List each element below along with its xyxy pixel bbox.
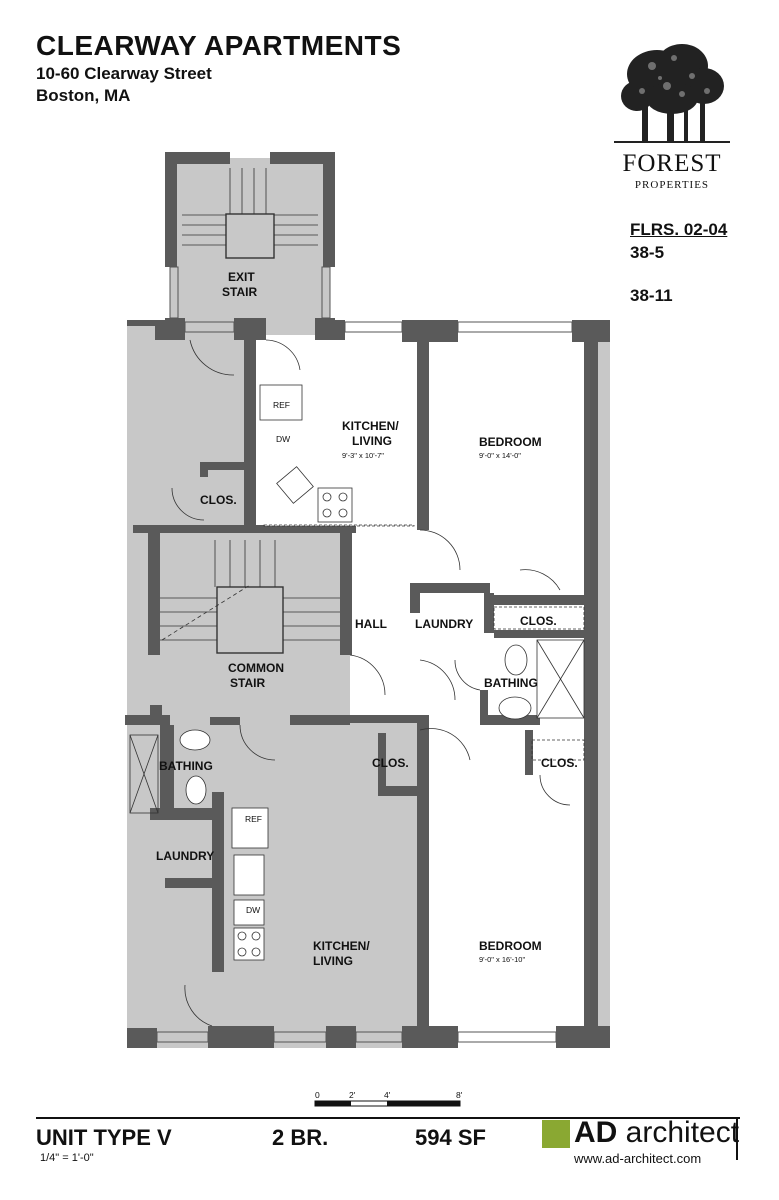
page-title: CLEARWAY APARTMENTS	[36, 30, 402, 61]
exit-stair-label-1: EXIT	[228, 270, 255, 284]
ref-label-b: REF	[245, 814, 262, 824]
common-stair-label-2: STAIR	[230, 676, 265, 690]
ref-label-a: REF	[273, 400, 290, 410]
footer-rule	[36, 1117, 740, 1119]
architect-url[interactable]: www.ad-architect.com	[574, 1151, 702, 1166]
walls	[125, 152, 610, 1048]
fixtures	[259, 384, 585, 761]
closet-label-d: CLOS.	[372, 756, 409, 770]
architect-name: AD architect	[574, 1116, 739, 1150]
bedroom-b-label: BEDROOM	[479, 939, 542, 953]
kitchen-a-label-1: KITCHEN/	[342, 419, 399, 433]
unit-number-b: 38-11	[630, 286, 673, 305]
unit-type: UNIT TYPE V	[36, 1125, 172, 1150]
brand-subname: PROPERTIES	[634, 179, 710, 191]
scale-tick-0: 0	[315, 1090, 320, 1100]
kitchen-a-label-2: LIVING	[352, 434, 392, 448]
closet-label-c: CLOS.	[541, 756, 578, 770]
fixtures-unit-b	[129, 729, 269, 961]
scale-tick-8: 8'	[456, 1090, 463, 1100]
floors-label: FLRS. 02-04	[630, 220, 728, 239]
kitchen-b-label-1: KITCHEN/	[313, 939, 370, 953]
bedroom-a-dim: 9'-0" x 14'-0"	[479, 451, 521, 460]
laundry-label-a: LAUNDRY	[415, 617, 473, 631]
architect-logo-letters: AD	[574, 1116, 618, 1149]
square-footage: 594 SF	[415, 1125, 486, 1150]
common-stair-label-1: COMMON	[228, 661, 284, 675]
bedroom-a-label: BEDROOM	[479, 435, 542, 449]
stair-treads	[160, 168, 340, 654]
dw-label-b: DW	[246, 905, 260, 915]
laundry-label-b: LAUNDRY	[156, 849, 214, 863]
scale-note: 1/4" = 1'-0"	[40, 1152, 94, 1164]
architect-name-text: architect	[617, 1116, 740, 1149]
closet-label-b: CLOS.	[520, 614, 557, 628]
scale-tick-4: 4'	[384, 1090, 391, 1100]
kitchen-b-label-2: LIVING	[313, 954, 353, 968]
kitchen-a-dim: 9'-3" x 10'-7"	[342, 451, 384, 460]
bathing-label-a: BATHING	[484, 676, 538, 690]
exit-stair-label-2: STAIR	[222, 285, 257, 299]
address-line-2: Boston, MA	[36, 86, 131, 105]
architect-divider	[736, 1118, 738, 1160]
closet-label-a: CLOS.	[200, 493, 237, 507]
bedroom-count: 2 BR.	[272, 1125, 329, 1150]
windows	[156, 266, 573, 1043]
dw-label-a: DW	[276, 434, 290, 444]
unit-number-a: 38-5	[630, 243, 665, 262]
tree-logo-icon	[614, 44, 730, 143]
bedroom-b-dim: 9'-0" x 16'-10"	[479, 955, 525, 964]
scale-tick-2: 2'	[349, 1090, 356, 1100]
address-line-1: 10-60 Clearway Street	[36, 64, 212, 83]
bathing-label-b: BATHING	[159, 759, 213, 773]
door-swings	[171, 339, 571, 1027]
scale-bar: 0 2' 4' 8'	[314, 1090, 463, 1107]
architect-logo-mark	[542, 1120, 570, 1148]
hall-label: HALL	[355, 617, 387, 631]
brand-name: FOREST	[622, 150, 722, 177]
